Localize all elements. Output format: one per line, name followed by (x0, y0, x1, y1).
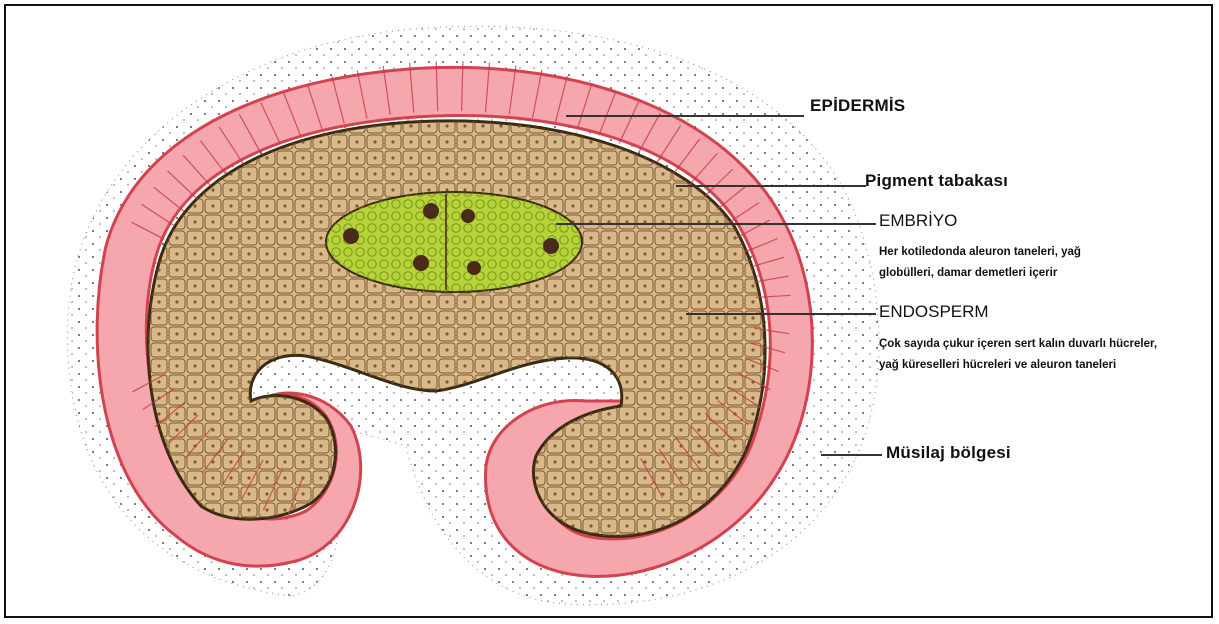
embryo-description-line-2: globülleri, damar demetleri içerir (879, 263, 1057, 284)
label-pigment-layer: Pigment tabakası (865, 171, 1008, 191)
endosperm-description-line-2: yağ küreselleri hücreleri ve aleuron tan… (879, 355, 1116, 376)
seed-cross-section-illustration (6, 6, 1215, 620)
label-endosperm: ENDOSPERM (879, 302, 989, 322)
figure-frame: EPİDERMİS Pigment tabakası EMBRİYO Her k… (4, 4, 1213, 618)
embryo (326, 192, 582, 292)
embryo-description-line-1: Her kotiledonda aleuron taneleri, yağ (879, 242, 1081, 263)
label-epidermis: EPİDERMİS (810, 96, 905, 116)
label-embryo: EMBRİYO (879, 211, 957, 231)
endosperm-description-line-1: Çok sayıda çukur içeren sert kalın duvar… (879, 334, 1157, 355)
label-mucilage-zone: Müsilaj bölgesi (886, 443, 1011, 463)
